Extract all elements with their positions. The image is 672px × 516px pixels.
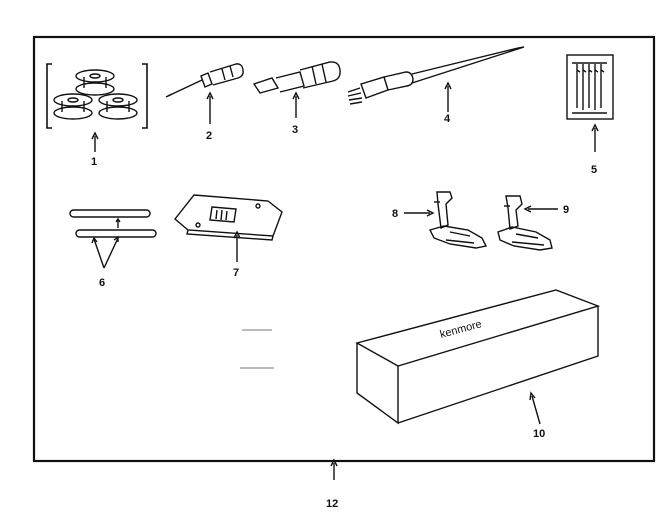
box-brand-text: kenmore xyxy=(439,318,483,341)
callout-12: 12 xyxy=(326,498,338,510)
callout-3: 3 xyxy=(292,124,298,136)
callout-6: 6 xyxy=(99,277,105,289)
presser-foot-b-illustration xyxy=(497,195,553,251)
accessory-box-illustration xyxy=(355,289,601,425)
needle-pack-illustration xyxy=(566,54,614,120)
screwdriver-offset-illustration xyxy=(252,61,341,94)
callout-5: 5 xyxy=(591,164,597,176)
needle-plate-illustration xyxy=(174,194,283,241)
callout-9: 9 xyxy=(563,204,569,216)
callout-1: 1 xyxy=(91,156,97,168)
presser-foot-a-illustration xyxy=(428,191,488,249)
bobbins-illustration xyxy=(46,63,148,129)
scan-residue-lines xyxy=(240,329,274,369)
callout-2: 2 xyxy=(206,130,212,142)
leader-lines xyxy=(91,81,599,480)
screwdriver-small-illustration xyxy=(165,63,244,98)
callout-7: 7 xyxy=(233,267,239,279)
callout-10: 10 xyxy=(533,428,545,440)
lint-brush-illustration xyxy=(347,46,525,105)
spool-pins-illustration xyxy=(69,209,157,238)
callout-4: 4 xyxy=(444,113,451,125)
diagram-frame xyxy=(32,35,656,463)
callout-8: 8 xyxy=(392,208,398,220)
